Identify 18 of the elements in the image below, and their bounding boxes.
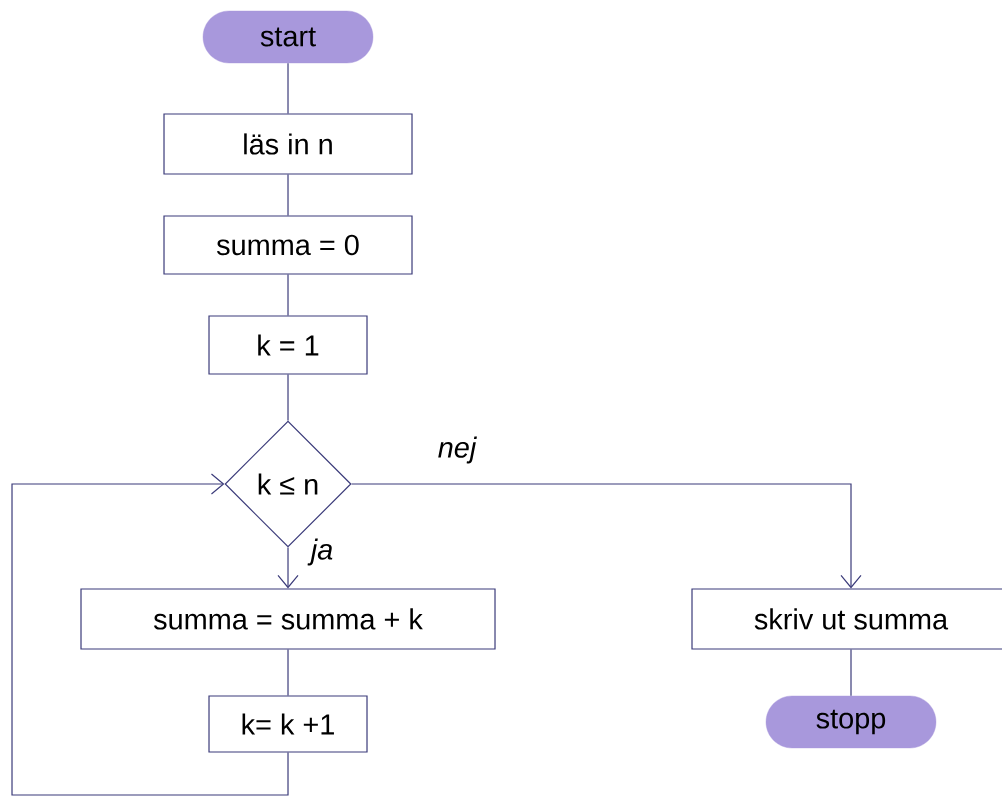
connector: [351, 483, 862, 589]
process-box: summa = summa + k: [80, 588, 496, 650]
connector: [850, 649, 852, 697]
edge-label: nej: [436, 435, 478, 465]
connector: [287, 374, 289, 421]
connector: [287, 649, 289, 696]
terminal-pill: start: [202, 10, 374, 64]
process-box: skriv ut summa: [691, 588, 1002, 650]
connector: [277, 547, 299, 589]
process-box: k= k +1: [208, 695, 368, 753]
connector: [287, 62, 289, 114]
process-box: läs in n: [163, 113, 413, 175]
connector: [287, 174, 289, 216]
connector: [287, 274, 289, 316]
process-box: k = 1: [208, 315, 368, 375]
process-box: summa = 0: [163, 215, 413, 275]
connector: [11, 473, 289, 796]
terminal-pill: stopp: [765, 695, 937, 749]
